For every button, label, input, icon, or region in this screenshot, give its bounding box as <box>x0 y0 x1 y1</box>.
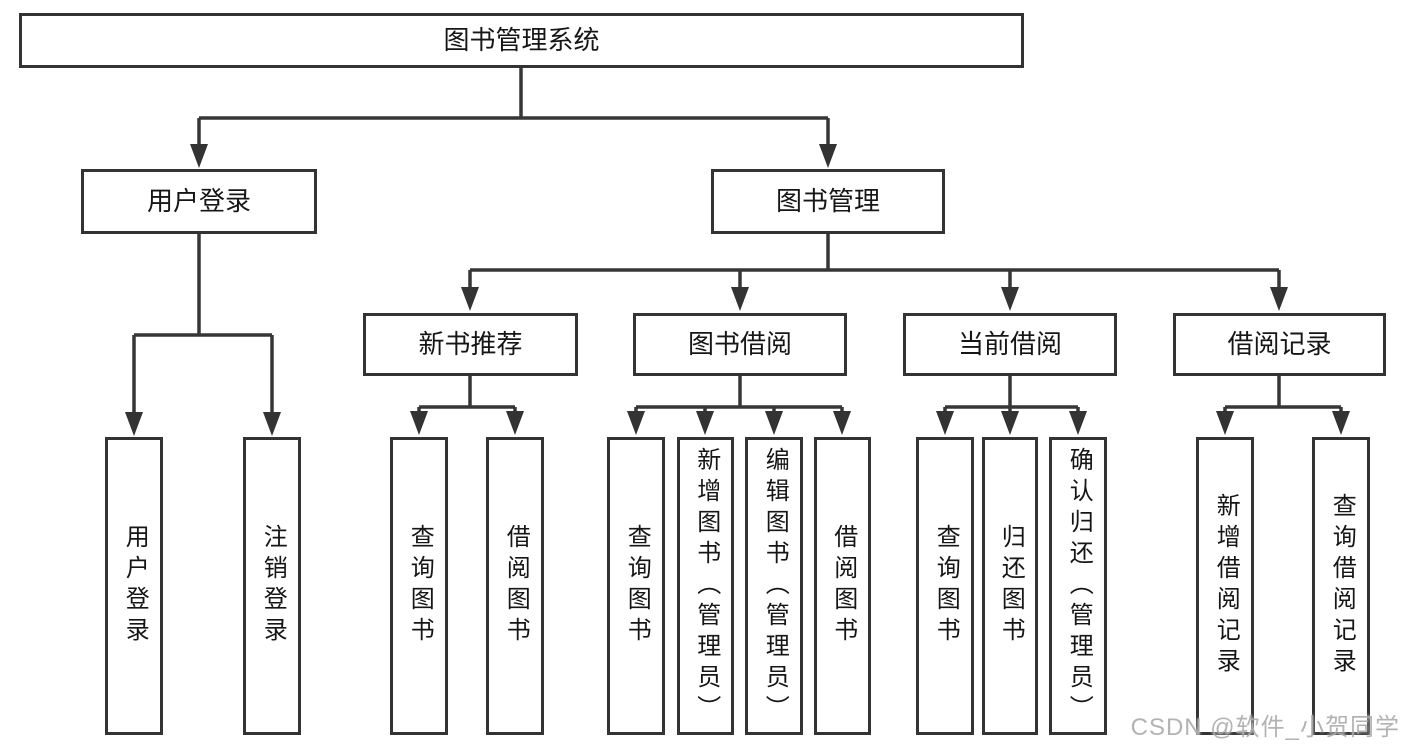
leaf-current-query-books: 查询图书 <box>916 437 974 735</box>
leaf-borrow-borrow-books: 借阅图书 <box>814 437 871 735</box>
node-book-management-module: 图书管理 <box>711 169 945 234</box>
leaf-borrow-query-books: 查询图书 <box>607 437 665 735</box>
leaf-borrow-add-books-admin: 新增图书（管理员） <box>677 437 734 735</box>
leaf-recommend-query-books: 查询图书 <box>390 437 448 735</box>
node-current-borrowing: 当前借阅 <box>903 313 1117 376</box>
node-new-book-recommendation: 新书推荐 <box>363 313 578 376</box>
leaf-logout: 注销登录 <box>243 437 301 735</box>
leaf-records-add-record: 新增借阅记录 <box>1196 437 1254 735</box>
node-library-system: 图书管理系统 <box>19 13 1024 68</box>
leaf-user-login: 用户登录 <box>105 437 163 735</box>
leaf-borrow-edit-books-admin: 编辑图书（管理员） <box>745 437 803 735</box>
csdn-watermark: CSDN @软件_小贺同学 <box>1130 714 1400 741</box>
leaf-current-confirm-return-admin: 确认归还（管理员） <box>1049 437 1107 735</box>
node-book-borrowing: 图书借阅 <box>633 313 847 376</box>
node-borrowing-records: 借阅记录 <box>1173 313 1386 376</box>
node-user-login-module: 用户登录 <box>81 169 317 234</box>
leaf-current-return-books: 归还图书 <box>982 437 1038 735</box>
leaf-records-query-record: 查询借阅记录 <box>1312 437 1370 735</box>
leaf-recommend-borrow-books: 借阅图书 <box>486 437 544 735</box>
